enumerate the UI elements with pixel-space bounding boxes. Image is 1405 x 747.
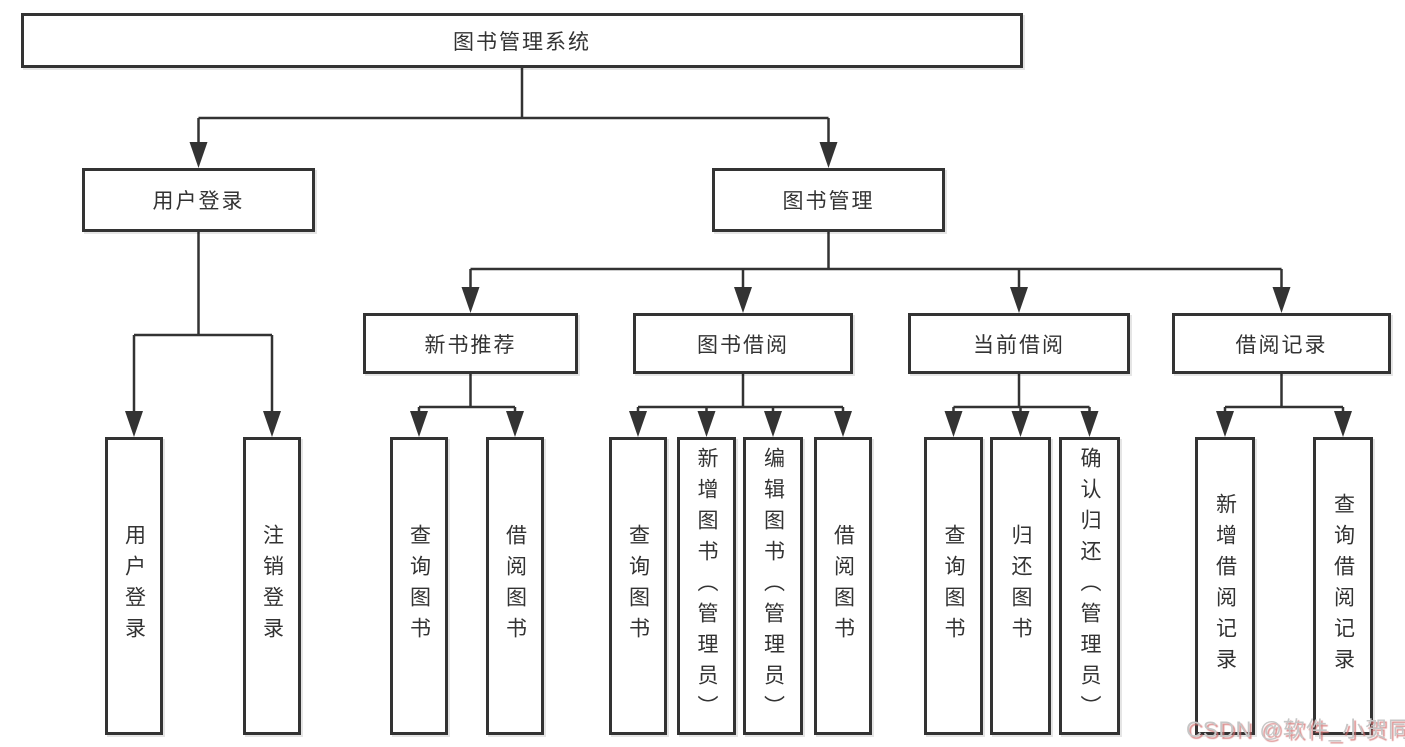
node-root-system: 图书管理系统 xyxy=(21,13,1023,68)
leaf-recommend-borrow-books-label: 借阅图书 xyxy=(503,524,527,648)
leaf-recommend-borrow-books: 借阅图书 xyxy=(486,437,544,735)
leaf-confirm-return-admin-label: 确认归还（管理员） xyxy=(1078,446,1101,726)
node-book-management: 图书管理 xyxy=(712,168,945,232)
leaf-add-borrow-record: 新增借阅记录 xyxy=(1195,437,1255,735)
leaf-current-query-books-label: 查询图书 xyxy=(942,524,965,648)
leaf-return-books-label: 归还图书 xyxy=(1009,524,1032,648)
leaf-borrow-books: 借阅图书 xyxy=(814,437,872,735)
node-user-login: 用户登录 xyxy=(82,168,315,232)
node-borrow-records: 借阅记录 xyxy=(1172,313,1391,374)
csdn-watermark: CSDN @软件_小贺同学 xyxy=(1186,717,1405,742)
node-new-book-recommend: 新书推荐 xyxy=(363,313,578,374)
leaf-edit-books-admin: 编辑图书（管理员） xyxy=(743,437,803,735)
leaf-borrow-books-label: 借阅图书 xyxy=(831,524,855,648)
leaf-confirm-return-admin: 确认归还（管理员） xyxy=(1059,437,1120,735)
leaf-add-books-admin-label: 新增图书（管理员） xyxy=(695,446,718,726)
leaf-logout-label: 注销登录 xyxy=(260,524,284,648)
node-current-borrow: 当前借阅 xyxy=(908,313,1130,374)
leaf-user-login: 用户登录 xyxy=(105,437,163,735)
leaf-edit-books-admin-label: 编辑图书（管理员） xyxy=(761,446,785,726)
leaf-borrow-query-books: 查询图书 xyxy=(609,437,667,735)
leaf-logout: 注销登录 xyxy=(243,437,301,735)
leaf-add-books-admin: 新增图书（管理员） xyxy=(677,437,736,735)
leaf-recommend-query-books: 查询图书 xyxy=(390,437,448,735)
node-book-borrow: 图书借阅 xyxy=(633,313,853,374)
leaf-borrow-query-books-label: 查询图书 xyxy=(626,524,650,648)
leaf-current-query-books: 查询图书 xyxy=(924,437,983,735)
leaf-query-borrow-record-label: 查询借阅记录 xyxy=(1331,493,1355,679)
leaf-add-borrow-record-label: 新增借阅记录 xyxy=(1213,493,1237,679)
leaf-recommend-query-books-label: 查询图书 xyxy=(407,524,431,648)
leaf-return-books: 归还图书 xyxy=(990,437,1051,735)
leaf-query-borrow-record: 查询借阅记录 xyxy=(1313,437,1373,735)
leaf-user-login-label: 用户登录 xyxy=(122,524,146,648)
